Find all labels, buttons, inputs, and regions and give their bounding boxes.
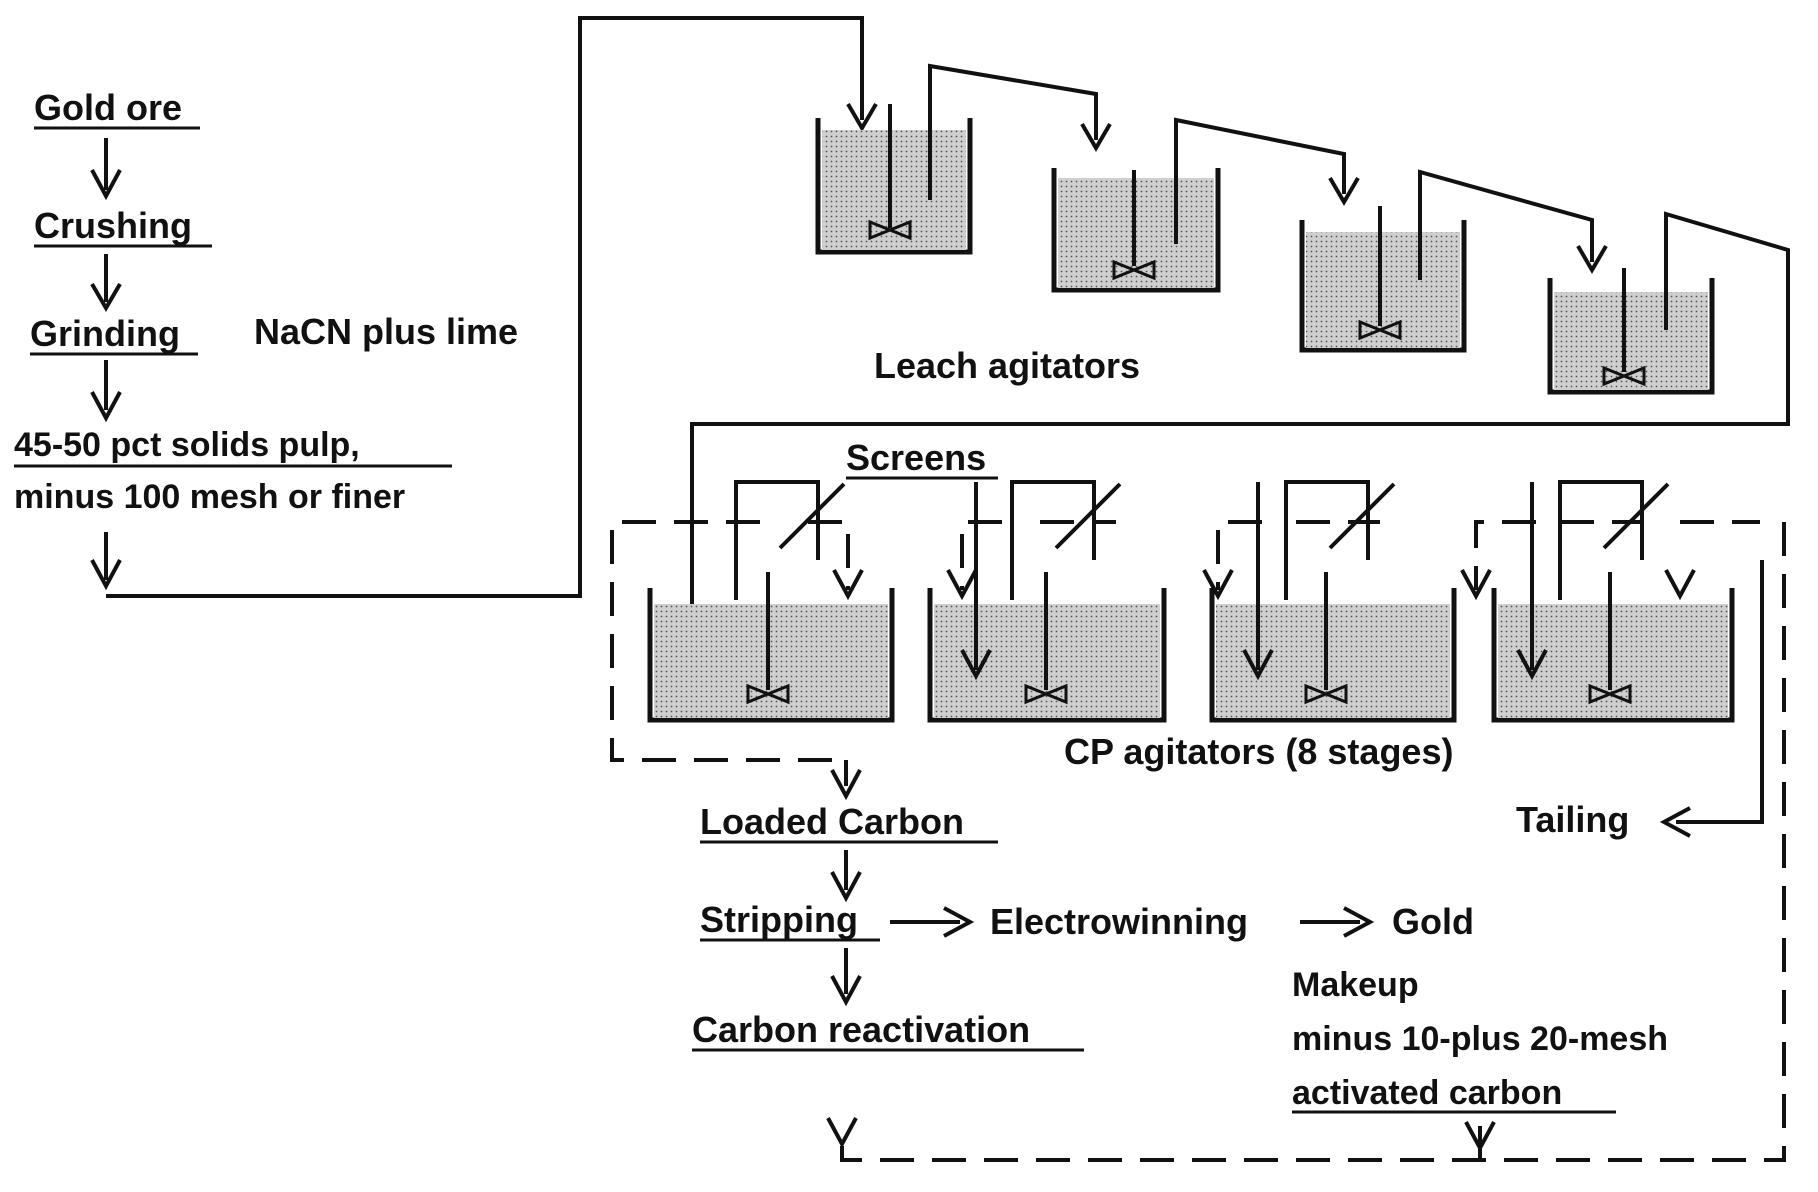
leach-agitator-2 bbox=[1051, 122, 1221, 293]
crushing-label: Crushing bbox=[34, 205, 192, 246]
leach-agitator-3 bbox=[1299, 174, 1467, 353]
arrowhead-icon bbox=[1664, 569, 1696, 601]
cp-agitators-label: CP agitators (8 stages) bbox=[1064, 731, 1453, 772]
cp-agitator-4 bbox=[1491, 572, 1735, 723]
makeup-label-line3: activated carbon bbox=[1292, 1074, 1562, 1112]
screen-icon bbox=[1602, 482, 1670, 550]
arrowhead-icon bbox=[1576, 244, 1608, 274]
ore-prep-column: Gold ore Crushing Grinding NaCN plus lim… bbox=[14, 87, 518, 591]
screens-label: Screens bbox=[846, 437, 986, 478]
slurry-fill bbox=[1554, 292, 1708, 390]
slurry-fill bbox=[654, 604, 888, 718]
arrowhead-icon bbox=[90, 559, 122, 591]
impeller-icon bbox=[746, 683, 790, 705]
arrowhead-icon bbox=[1464, 1121, 1496, 1153]
impeller-icon bbox=[1358, 319, 1402, 341]
cp-screens bbox=[734, 480, 1670, 600]
impeller-icon bbox=[1024, 683, 1068, 705]
makeup-label-line1: Makeup bbox=[1292, 966, 1419, 1004]
screen-pipe-3 bbox=[1284, 480, 1370, 600]
arrowhead-icon bbox=[826, 1117, 858, 1149]
screen-icon bbox=[1054, 482, 1122, 550]
leach-discharge-line bbox=[690, 211, 1790, 660]
pulp-label-line1: 45-50 pct solids pulp, bbox=[14, 426, 360, 464]
impeller-icon bbox=[1112, 259, 1156, 281]
grinding-label: Grinding bbox=[30, 313, 180, 354]
reagent-label: NaCN plus lime bbox=[254, 311, 518, 352]
screen-pipe-2 bbox=[1010, 480, 1096, 600]
arrowhead-icon bbox=[1460, 569, 1492, 601]
screen-pipe-4 bbox=[1558, 480, 1644, 600]
cascade-line-1-2 bbox=[928, 63, 1098, 140]
carbon-reactivation-label: Carbon reactivation bbox=[692, 1009, 1030, 1050]
arrowhead-icon bbox=[90, 391, 122, 423]
arrowhead-icon bbox=[90, 169, 122, 201]
slurry-fill bbox=[1216, 604, 1450, 718]
impeller-icon bbox=[1304, 683, 1348, 705]
electrowinning-label: Electrowinning bbox=[990, 901, 1248, 942]
pulp-feed-line bbox=[106, 16, 864, 598]
cp-agitator-1 bbox=[647, 572, 895, 723]
arrowhead-icon bbox=[1328, 176, 1360, 206]
arrowhead-icon bbox=[830, 871, 862, 903]
gold-label: Gold bbox=[1392, 901, 1474, 942]
cp-agitator-3 bbox=[1209, 572, 1457, 723]
leach-agitators-label: Leach agitators bbox=[874, 345, 1140, 386]
leach-agitator-4 bbox=[1547, 220, 1715, 395]
cp-agitator-2 bbox=[927, 572, 1167, 723]
arrowhead-icon bbox=[832, 569, 864, 601]
screen-icon bbox=[1328, 482, 1396, 550]
pulp-label-line2: minus 100 mesh or finer bbox=[14, 478, 405, 516]
carbon-flow-dashed bbox=[610, 520, 1786, 1162]
impeller-icon bbox=[868, 219, 912, 241]
arrowhead-icon bbox=[830, 769, 862, 801]
makeup-label-line2: minus 10-plus 20-mesh bbox=[1292, 1020, 1668, 1058]
arrowhead-icon bbox=[90, 282, 122, 312]
arrowhead-icon bbox=[1202, 569, 1234, 601]
impeller-icon bbox=[1588, 683, 1632, 705]
tailing-label: Tailing bbox=[1516, 799, 1629, 840]
cascade-line-3-4 bbox=[1418, 169, 1594, 262]
arrowhead-icon bbox=[960, 649, 992, 681]
cascade-line-2-3 bbox=[1174, 117, 1346, 194]
arrowhead-icon bbox=[830, 975, 862, 1007]
loaded-carbon-label: Loaded Carbon bbox=[700, 801, 964, 842]
gold-ore-label: Gold ore bbox=[34, 87, 182, 128]
slurry-fill bbox=[1498, 604, 1728, 718]
arrowhead-icon bbox=[1343, 906, 1375, 938]
impeller-icon bbox=[1602, 365, 1646, 387]
arrowhead-icon bbox=[943, 906, 975, 938]
arrowhead-icon bbox=[1080, 122, 1112, 152]
stripping-label: Stripping bbox=[700, 899, 858, 940]
arrowhead-icon bbox=[1242, 649, 1274, 681]
screen-icon bbox=[778, 482, 846, 550]
arrowhead-icon bbox=[946, 569, 978, 601]
arrowhead-icon bbox=[1516, 649, 1548, 681]
screen-pipe-1 bbox=[734, 480, 820, 600]
tailing-line bbox=[1676, 560, 1764, 824]
arrowhead-icon bbox=[1659, 806, 1691, 838]
leach-agitator-1 bbox=[815, 104, 973, 255]
arrowhead-icon bbox=[846, 102, 878, 132]
